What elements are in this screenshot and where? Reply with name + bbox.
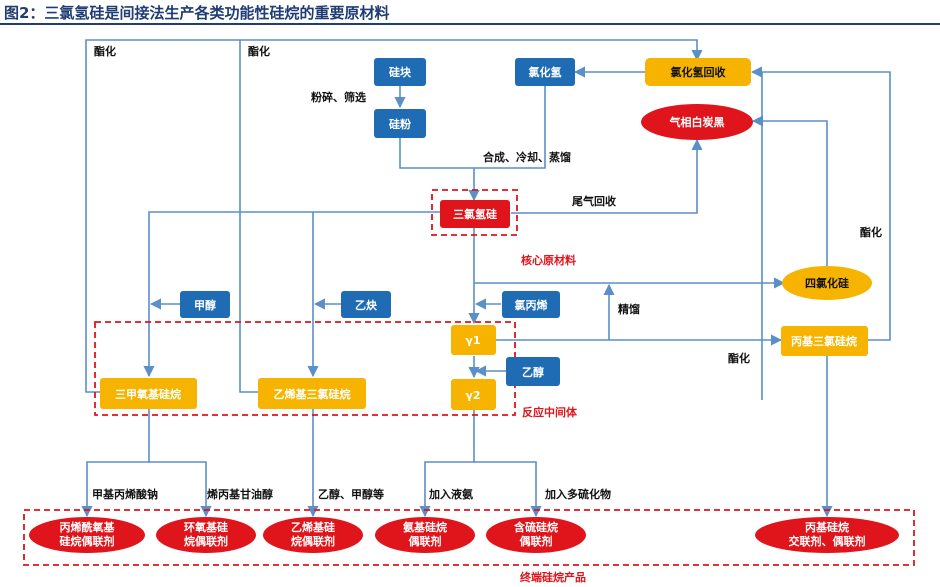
label-add-polysulfide: 加入多硫化物 (544, 487, 611, 501)
product-vinyl-line2: 烷偶联剂 (291, 534, 335, 548)
label-esterify-mid: 酯化 (728, 351, 750, 365)
label-core-material: 核心原材料 (521, 253, 576, 267)
node-ethanol-label: 乙醇 (522, 365, 544, 379)
connector-esterify-left2 (239, 40, 258, 393)
product-vinyl: 乙烯基硅 烷偶联剂 (263, 517, 363, 553)
connector-methyl-products (81, 409, 150, 518)
product-propyl: 丙基硅烷 交联剂、偶联剂 (755, 517, 899, 553)
node-gamma1-label: γ1 (465, 334, 480, 347)
product-acryloxy-line1: 丙烯酰氧基 (60, 520, 116, 534)
label-synthesis: 合成、冷却、蒸馏 (483, 150, 571, 164)
connectors (81, 39, 891, 518)
product-acryloxy: 丙烯酰氧基 硅烷偶联剂 (29, 517, 145, 553)
node-propyl-trichloro-label: 丙基三氯硅烷 (791, 334, 857, 348)
figure-title-bar: 图2：三氯氢硅是间接法生产各类功能性硅烷的重要原材料 (0, 0, 940, 25)
product-epoxy: 环氧基硅 烷偶联剂 (156, 517, 256, 553)
node-gamma2: γ2 (451, 379, 496, 410)
figure-title: 图2：三氯氢硅是间接法生产各类功能性硅烷的重要原材料 (4, 4, 390, 22)
product-epoxy-line2: 烷偶联剂 (184, 534, 228, 548)
label-esterify-left2: 酯化 (248, 44, 270, 58)
node-silicon-block-label: 硅块 (389, 65, 412, 79)
core-material-box (431, 189, 518, 236)
label-sodium-methacrylate: 甲基丙烯酸钠 (92, 487, 158, 501)
node-methanol-label: 甲醇 (194, 298, 216, 312)
product-amino: 氨基硅烷 偶联剂 (375, 517, 475, 553)
node-acetylene-label: 乙炔 (355, 298, 377, 312)
product-propyl-line2: 交联剂、偶联剂 (789, 534, 866, 548)
product-epoxy-line1: 环氧基硅 (184, 520, 228, 534)
label-end-products: 终端硅烷产品 (520, 570, 586, 584)
connector-gamma2-products2 (474, 461, 542, 518)
connector-tailgas (511, 138, 703, 214)
product-sulfur-line2: 偶联剂 (520, 534, 553, 548)
connector-gamma2-products (419, 410, 475, 518)
connector-propyl-recovery (750, 66, 891, 341)
product-sulfur-line1: 含硫硅烷 (513, 520, 558, 534)
node-methyl-trimethoxy: 三甲氧基硅烷 (100, 378, 197, 409)
node-sicl4-label: 四氯化硅 (805, 276, 849, 290)
label-allyl-glycidyl: 烯丙基甘油醇 (207, 487, 273, 501)
node-silicon-powder: 硅粉 (374, 109, 426, 138)
connector-esterify-left1 (85, 39, 703, 393)
connector-methyl-products2 (149, 461, 212, 518)
connector-powder-tcs (399, 138, 480, 202)
reaction-intermediate-box (94, 321, 516, 416)
node-vinyl-trichloro-label: 乙烯基三氯硅烷 (274, 387, 351, 401)
connector-hcl-tcs (474, 86, 546, 169)
label-esterify-right: 酯化 (860, 225, 882, 239)
node-allyl-chloride-label: 氯丙烯 (515, 298, 548, 312)
node-gamma2-label: γ2 (465, 389, 480, 402)
label-reaction-intermediate: 反应中间体 (522, 405, 578, 419)
product-propyl-line1: 丙基硅烷 (805, 520, 849, 534)
product-sulfur: 含硫硅烷 偶联剂 (486, 517, 586, 553)
node-sicl4: 四氯化硅 (782, 266, 872, 300)
product-amino-line2: 偶联剂 (409, 534, 442, 548)
node-silicon-block: 硅块 (374, 58, 426, 86)
node-fumed-silica: 气相白炭黑 (641, 104, 753, 140)
node-fumed-silica-label: 气相白炭黑 (669, 115, 725, 129)
label-crush: 粉碎、筛选 (311, 90, 366, 104)
connector-sicl4-esterify (751, 115, 828, 268)
label-add-ammonia: 加入液氨 (428, 487, 473, 501)
label-ethanol-methanol: 乙醇、甲醇等 (318, 487, 384, 501)
node-ethanol: 乙醇 (506, 357, 560, 386)
node-hcl-recovery: 氯化氢回收 (645, 58, 751, 86)
node-propyl-trichloro: 丙基三氯硅烷 (781, 326, 868, 356)
node-hcl: 氯化氢 (515, 58, 575, 86)
node-methanol: 甲醇 (180, 291, 230, 318)
title-underline (0, 23, 940, 25)
label-rectify: 精馏 (618, 302, 640, 316)
node-vinyl-trichloro: 乙烯基三氯硅烷 (258, 378, 366, 409)
product-vinyl-line1: 乙烯基硅 (291, 520, 335, 534)
node-silicon-powder-label: 硅粉 (389, 117, 411, 131)
label-esterify-left1: 酯化 (94, 44, 116, 58)
node-hcl-label: 氯化氢 (529, 65, 562, 79)
node-hcl-recovery-label: 氯化氢回收 (671, 65, 726, 79)
node-acetylene: 乙炔 (341, 291, 391, 318)
node-trichlorosilane-label: 三氯氢硅 (453, 207, 497, 221)
product-acryloxy-line2: 硅烷偶联剂 (60, 534, 115, 548)
node-gamma1: γ1 (451, 325, 496, 355)
node-methyl-trimethoxy-label: 三甲氧基硅烷 (115, 387, 181, 401)
node-trichlorosilane: 三氯氢硅 (440, 200, 510, 228)
end-products-box (23, 509, 915, 566)
product-amino-line1: 氨基硅烷 (403, 520, 447, 534)
node-allyl-chloride: 氯丙烯 (502, 291, 560, 318)
label-tail-gas: 尾气回收 (571, 194, 616, 208)
